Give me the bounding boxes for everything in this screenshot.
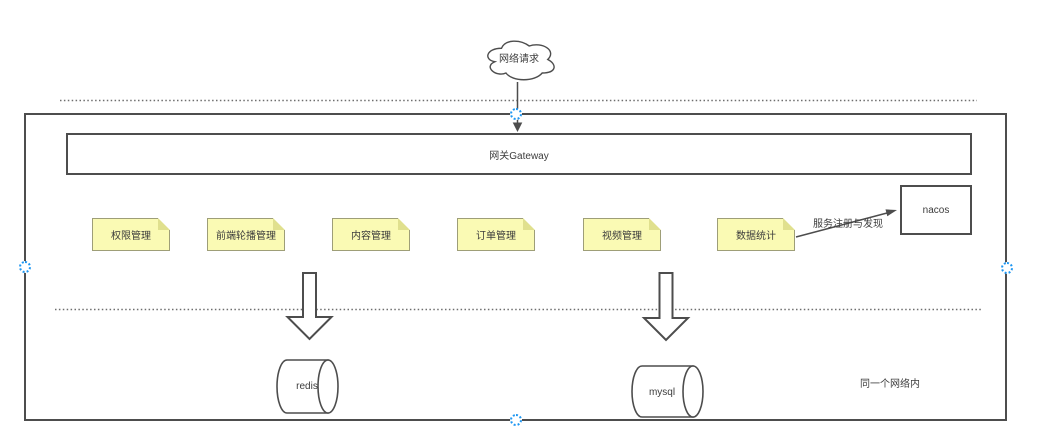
selection-handle-left[interactable] (19, 261, 31, 273)
block-arrow-to-redis[interactable] (285, 272, 334, 341)
note-label: 视频管理 (602, 231, 642, 242)
network-request-cloud[interactable] (487, 40, 555, 81)
note-video-management[interactable]: 视频管理 (583, 218, 661, 251)
gateway-box[interactable]: 网关Gateway (66, 133, 972, 175)
note-carousel-management[interactable]: 前端轮播管理 (207, 218, 285, 251)
selection-handle-bottom[interactable] (510, 414, 522, 426)
mysql-label: mysql (648, 387, 676, 398)
note-label: 内容管理 (351, 231, 391, 242)
same-network-label: 同一个网络内 (860, 379, 920, 390)
note-label: 权限管理 (111, 231, 151, 242)
selection-handle-right[interactable] (1001, 262, 1013, 274)
note-order-management[interactable]: 订单管理 (457, 218, 535, 251)
service-registry-arrow[interactable] (795, 209, 897, 238)
redis-cylinder[interactable] (276, 359, 339, 414)
mysql-cylinder[interactable] (631, 365, 704, 418)
service-registry-label: 服务注册与发现 (813, 219, 883, 230)
gateway-label: 网关Gateway (489, 150, 549, 162)
note-data-statistics[interactable]: 数据统计 (717, 218, 795, 251)
note-label: 数据统计 (736, 231, 776, 242)
selection-handle-top[interactable] (510, 108, 522, 120)
nacos-box[interactable]: nacos (900, 185, 972, 235)
note-content-management[interactable]: 内容管理 (332, 218, 410, 251)
note-permission-management[interactable]: 权限管理 (92, 218, 170, 251)
block-arrow-to-mysql[interactable] (641, 272, 691, 342)
note-label: 前端轮播管理 (216, 231, 276, 242)
note-label: 订单管理 (476, 231, 516, 242)
cloud-label: 网络请求 (499, 54, 539, 65)
nacos-label: nacos (922, 204, 950, 216)
redis-label: redis (296, 381, 318, 392)
